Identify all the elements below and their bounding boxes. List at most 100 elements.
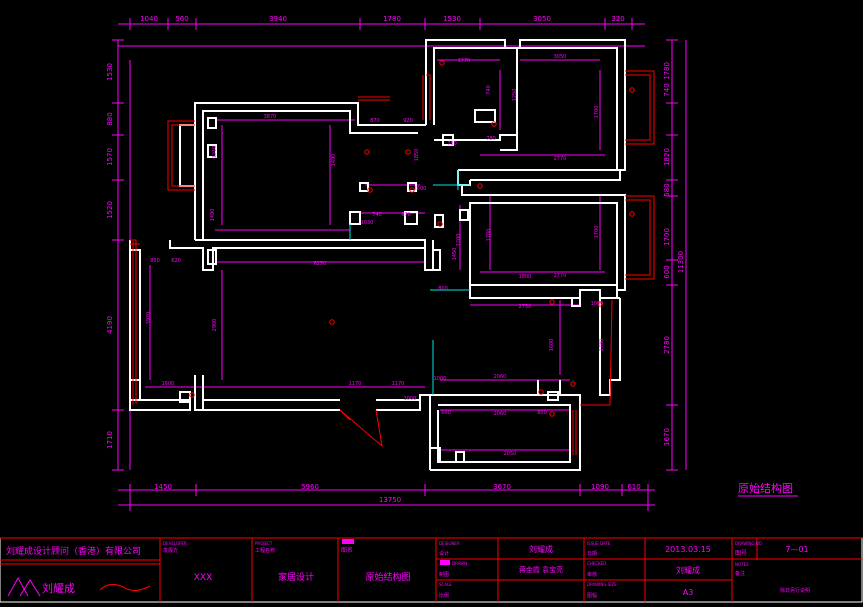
developer-value: XXX [194, 573, 213, 583]
drawing-no-label: DRAWING NO [735, 541, 762, 546]
pipe-marker-icon [364, 149, 370, 155]
bottom-dimension-label: 1090 [591, 483, 609, 491]
notes-cn: 备注 [735, 570, 745, 577]
left-dimension-label: 1520 [106, 201, 114, 219]
room-dimension-label: 1600 [549, 339, 555, 352]
room-dimension-label: 1850 [414, 149, 420, 162]
room-dimension-label: 870 [401, 212, 411, 218]
drawing-title-cn: 图名 [341, 546, 353, 554]
pipe-marker-icon [477, 183, 483, 189]
room-dimension-label: 2060 [494, 374, 507, 380]
plumbing-lines [349, 170, 470, 395]
room-dimension-label: 2050 [504, 451, 517, 457]
right-dimension-label: 1670 [663, 428, 671, 446]
left-dimension-texts: 1530 880 1570 1520 4190 1710 [106, 63, 114, 449]
right-dimension-label: 1780 [663, 62, 671, 80]
room-dimension-label: 1700 [594, 226, 600, 239]
scale-label: SCALE [439, 582, 452, 587]
pipe-marker-icon [437, 221, 443, 227]
drawing-size-value: A3 [683, 588, 694, 597]
room-dimension-label: 620 [171, 258, 181, 264]
room-dimension-label: 1600 [162, 381, 175, 387]
title-block: 刘耀成设计顾问（香港）有限公司 刘耀成 DEVELOPER 发展方 XXX PR… [0, 537, 863, 603]
top-dimension-label: 560 [175, 15, 188, 23]
room-dimension-label: 2770 [554, 156, 567, 162]
pipe-marker-icon [367, 187, 373, 193]
walls [129, 39, 626, 471]
left-dimension-label: 4190 [106, 316, 114, 334]
room-dimension-label: 1700 [594, 106, 600, 119]
top-dimension-label: 1530 [443, 15, 461, 23]
bottom-dimension-label: 5960 [301, 483, 319, 491]
room-dimension-label: 800 [438, 286, 448, 292]
room-dimension-label: 1000 [434, 376, 447, 382]
right-dimension-label: 1820 [663, 148, 671, 166]
right-dimension-label: 740 [663, 83, 671, 96]
bottom-dimension-label: 1450 [154, 483, 172, 491]
room-dimension-label: 600 [441, 410, 451, 416]
room-dimension-label: 6250 [314, 261, 327, 267]
room-dimension-label: 3870 [264, 114, 277, 120]
room-dimension-label: 780 [486, 136, 496, 142]
room-dimension-label: 2060 [494, 411, 507, 417]
checked-label: CHECKED [587, 561, 606, 566]
drawn-cn: 制图 [439, 571, 449, 578]
bottom-dimension-label: 3670 [493, 483, 511, 491]
date-value: 2013.03.15 [665, 545, 711, 554]
top-dimension-label: 320 [611, 15, 624, 23]
drawing-caption: 原始结构图 [738, 481, 793, 495]
designer-label: DESIGNER [439, 541, 460, 546]
room-dimension-label: 1450 [452, 248, 458, 261]
right-dimension-label: 1700 [663, 228, 671, 246]
left-dimension-label: 1710 [106, 431, 114, 449]
room-dimension-label: 1800 [519, 274, 532, 280]
top-dimension-label: 1780 [383, 15, 401, 23]
room-dimension-label: 1490 [210, 209, 216, 222]
room-dimension-label: 780 [447, 141, 457, 147]
right-dimension-label: 2780 [663, 336, 671, 354]
room-dimension-label: 3050 [554, 54, 567, 60]
drawn-label: DRAWN [452, 561, 467, 566]
room-dimension-label: 920 [403, 118, 413, 124]
pipe-marker-icon [549, 411, 555, 417]
room-dimension-label: 740 [486, 85, 492, 95]
drawing-size-cn: 图幅 [587, 592, 597, 599]
room-dimension-label: 800 [537, 410, 547, 416]
room-dimension-label: 1000 [591, 301, 604, 307]
room-dimension-label: 2600 [414, 186, 427, 192]
right-total-dimension: 11300 [677, 251, 685, 273]
room-dimension-label: 2900 [212, 319, 218, 332]
drawing-no-cn: 图号 [735, 550, 747, 557]
logo-text: 刘耀成 [42, 582, 75, 595]
room-dimension-label: 1700 [486, 229, 492, 242]
room-dimension-label: 1000 [404, 396, 417, 402]
room-dimension-label: 1770 [458, 58, 471, 64]
company-logo: 刘耀成 [7, 576, 151, 597]
developer-cn: 发展方 [163, 547, 178, 554]
room-dimension-label: 1030 [361, 220, 374, 226]
pipe-marker-icon [329, 319, 335, 325]
left-dimension-label: 1570 [106, 148, 114, 166]
left-dimension-label: 1530 [106, 63, 114, 81]
designer-value: 刘耀成 [529, 544, 553, 554]
room-dimension-label: 2770 [554, 273, 567, 279]
top-dimension-label: 1040 [140, 15, 158, 23]
room-dimension-labels: 3870305027702770275020602060205062501800… [146, 54, 605, 457]
left-dimension-label: 880 [106, 112, 114, 125]
right-dimension-label: 600 [663, 265, 671, 278]
room-dimension-label: 850 [150, 258, 160, 264]
pipe-marker-icon [549, 299, 555, 305]
drawing-no-value: 7—01 [785, 545, 808, 554]
top-dimension-label: 3050 [533, 15, 551, 23]
pipe-marker-icon [629, 87, 635, 93]
pipe-marker-icon [405, 149, 411, 155]
checked-cn: 审核 [587, 571, 597, 578]
notes-label: NOTES [735, 562, 749, 567]
room-dimension-label: 1250 [512, 89, 518, 102]
room-dimension-label: 1170 [392, 381, 405, 387]
